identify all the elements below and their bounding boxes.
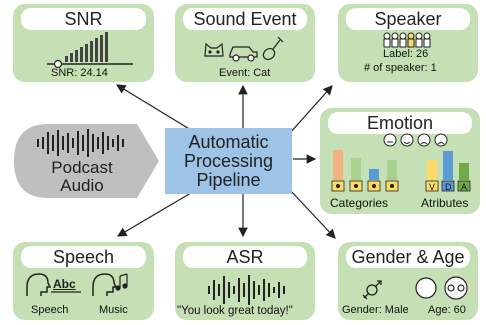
speaking-head-icon	[26, 273, 52, 296]
speech-abc-text: Abc	[53, 277, 76, 291]
category-bars	[333, 150, 397, 180]
attribute-bars	[427, 151, 469, 180]
speaker-box: Speaker Label: 26 # of speaker: 1	[338, 4, 478, 82]
gender-text: Gender: Male	[342, 304, 409, 316]
music-caption: Music	[99, 304, 128, 316]
speech-title: Speech	[21, 246, 146, 268]
emotion-attributes-label: Atributes	[421, 196, 469, 210]
podcast-audio-source: Podcast Audio	[12, 122, 160, 200]
pipeline-line1: Automatic	[188, 132, 269, 152]
speaker-title: Speaker	[346, 8, 470, 30]
car-icon	[229, 46, 258, 62]
elderly-face-icon	[444, 276, 468, 300]
attr-letter-d: D	[445, 182, 452, 192]
age-text: Age: 60	[428, 304, 466, 316]
gender-age-title: Gender & Age	[346, 246, 470, 268]
highlighted-speaker-icon	[407, 32, 415, 48]
asr-transcript: "You look great today!"	[177, 305, 293, 317]
speech-box: Speech Abc Speech Music	[13, 242, 154, 320]
arrow-to-gender-age	[289, 189, 336, 239]
speech-caption: Speech	[31, 304, 69, 316]
gender-symbol-icon	[362, 280, 382, 300]
snr-title: SNR	[21, 8, 146, 30]
speaker-group-icon	[383, 32, 431, 48]
cat-icon	[204, 42, 224, 57]
gender-age-box: Gender & Age Gender: Male Age: 60	[338, 242, 478, 320]
snr-value: SNR: 24.14	[51, 67, 108, 79]
emotion-title: Emotion	[328, 112, 472, 134]
arrow-to-speech	[116, 189, 197, 237]
pipeline-line3: Pipeline	[196, 170, 261, 190]
baby-face-icon	[415, 277, 437, 299]
attr-letter-v: V	[429, 182, 436, 192]
emotion-box: Emotion	[320, 108, 480, 214]
sound-event-box: Sound Event Event: Cat	[175, 4, 315, 82]
sound-event-title: Sound Event	[183, 8, 307, 30]
sound-event-caption: Event: Cat	[219, 67, 271, 79]
emotion-categories-label: Categories	[330, 196, 389, 210]
arrow-to-speaker	[289, 85, 333, 134]
music-notes-icon	[115, 273, 128, 291]
speaker-count: # of speaker: 1	[364, 62, 437, 74]
pipeline-line2: Processing	[183, 151, 274, 171]
podcast-label-line1: Podcast	[51, 158, 113, 177]
emotion-faces-icon	[383, 133, 448, 147]
arrow-to-snr	[115, 84, 197, 134]
snr-bars-icon	[47, 32, 133, 69]
podcast-label-line2: Audio	[60, 176, 104, 195]
attr-letter-a: A	[461, 182, 468, 192]
speaker-label: Label: 26	[383, 48, 429, 60]
guitar-icon	[262, 36, 284, 61]
asr-waveform-icon	[208, 275, 285, 305]
music-head-icon	[92, 273, 118, 296]
audio-waveform-icon	[37, 129, 124, 157]
snr-box: SNR SNR: 24.14	[13, 4, 154, 82]
pipeline-box: Automatic Processing Pipeline	[165, 128, 292, 194]
asr-box: ASR "You look great today!"	[175, 242, 315, 320]
asr-title: ASR	[183, 246, 307, 268]
category-face-markers	[331, 180, 399, 192]
